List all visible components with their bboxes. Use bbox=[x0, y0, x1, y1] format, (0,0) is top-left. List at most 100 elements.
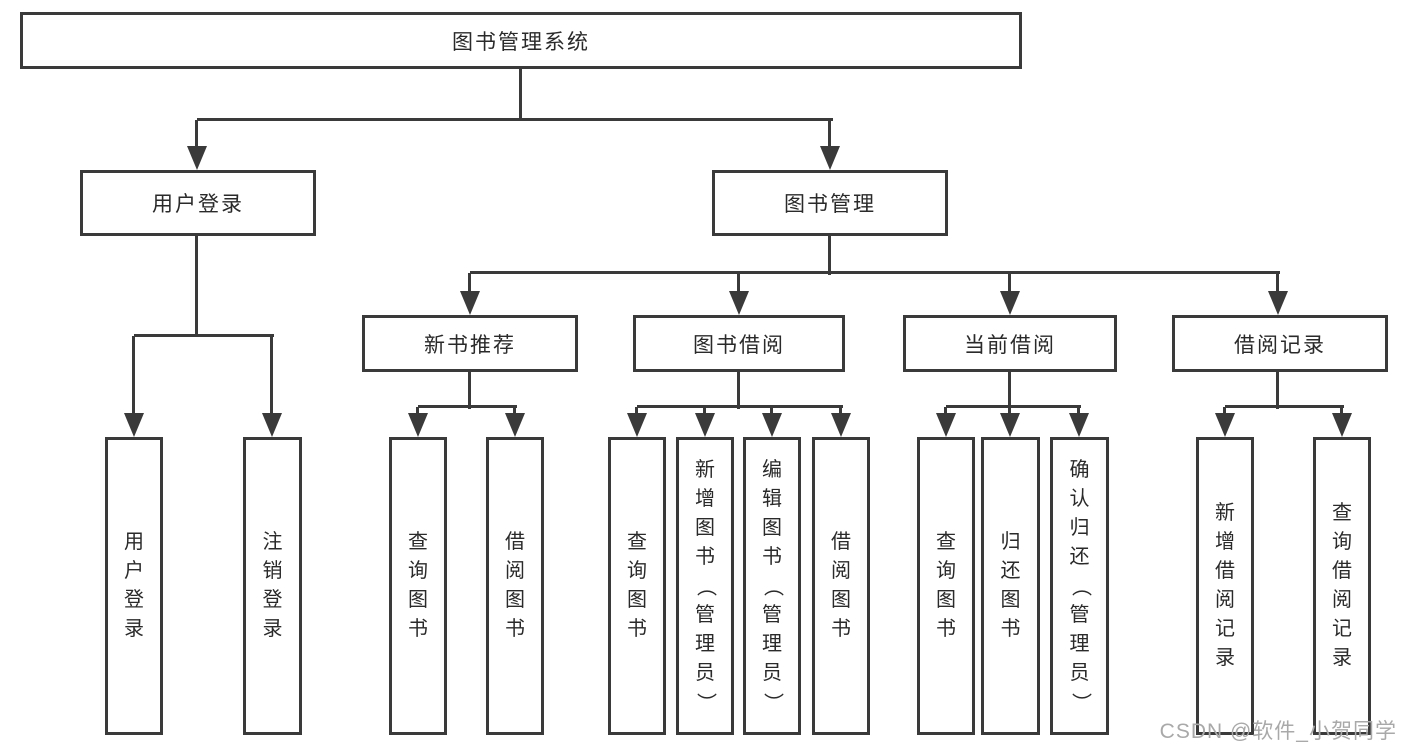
arrow-down-icon bbox=[1069, 413, 1089, 437]
arrow-down-icon bbox=[505, 413, 525, 437]
connector-line bbox=[1008, 372, 1011, 409]
leaf-label-char: 录 bbox=[1332, 647, 1352, 669]
connector-line bbox=[1008, 273, 1011, 295]
leaf-label: 确认归还（管理员） bbox=[1067, 456, 1093, 717]
connector-line bbox=[132, 336, 135, 416]
leaf-label-char: 借 bbox=[505, 531, 525, 553]
node-user-login: 用户登录 bbox=[80, 170, 316, 236]
leaf-label-char: 图 bbox=[505, 589, 525, 611]
connector-line bbox=[828, 120, 831, 150]
leaf-label-char: 管 bbox=[762, 603, 782, 626]
leaf-label-char: 阅 bbox=[1332, 589, 1352, 611]
connector-line bbox=[1276, 372, 1279, 409]
leaf-label-char: 录 bbox=[1215, 647, 1235, 669]
leaf-label-char: 归 bbox=[1069, 516, 1090, 539]
leaf-label-char: 图 bbox=[1000, 589, 1021, 611]
leaf-label-char: （ bbox=[761, 576, 784, 596]
leaf-label-char: 用 bbox=[124, 531, 144, 553]
leaf-label-char: 借 bbox=[1215, 560, 1235, 582]
node-label: 图书管理 bbox=[784, 193, 876, 216]
arrow-down-icon bbox=[627, 413, 647, 437]
leaf-label: 查询图书 bbox=[933, 528, 959, 644]
leaf-label-char: 销 bbox=[262, 560, 283, 582]
leaf-label-char: 确 bbox=[1069, 458, 1090, 481]
leaf-label: 查询图书 bbox=[624, 528, 650, 644]
arrow-down-icon bbox=[460, 291, 480, 315]
leaf-label: 新增图书（管理员） bbox=[692, 456, 718, 717]
arrow-down-icon bbox=[408, 413, 428, 437]
leaf-label-char: 书 bbox=[831, 618, 851, 640]
node-label: 借阅记录 bbox=[1234, 333, 1326, 357]
leaf-label-char: 查 bbox=[408, 531, 428, 553]
leaf-label-char: 图 bbox=[627, 589, 647, 611]
arrow-down-icon bbox=[729, 291, 749, 315]
arrow-down-icon bbox=[1268, 291, 1288, 315]
leaf-add-book-admin: 新增图书（管理员） bbox=[676, 437, 734, 735]
leaf-label-char: 员 bbox=[762, 661, 782, 684]
leaf-label-char: 图 bbox=[408, 589, 428, 611]
leaf-label-char: 新 bbox=[1215, 502, 1235, 524]
connector-line bbox=[134, 334, 274, 337]
node-borrowing-records: 借阅记录 bbox=[1172, 315, 1388, 372]
leaf-label-char: （ bbox=[1069, 576, 1091, 596]
connector-line bbox=[468, 273, 471, 295]
leaf-label-char: 登 bbox=[262, 589, 283, 611]
leaf-label-char: 阅 bbox=[505, 560, 525, 582]
leaf-label-char: 辑 bbox=[762, 487, 782, 510]
arrow-down-icon bbox=[187, 146, 207, 170]
connector-line bbox=[195, 120, 198, 150]
leaf-label-char: ） bbox=[1069, 692, 1091, 712]
leaf-label-char: 理 bbox=[695, 632, 715, 655]
connector-line bbox=[270, 336, 273, 416]
leaf-label-char: 查 bbox=[627, 531, 647, 553]
node-book-borrowing: 图书借阅 bbox=[633, 315, 845, 372]
connector-line bbox=[637, 405, 843, 408]
connector-line bbox=[828, 236, 831, 275]
leaf-label: 编辑图书（管理员） bbox=[759, 456, 785, 717]
leaf-label-char: 理 bbox=[762, 632, 782, 655]
leaf-label: 新增借阅记录 bbox=[1212, 499, 1238, 673]
leaf-label-char: 书 bbox=[1000, 618, 1021, 640]
leaf-borrow-books-recommend: 借阅图书 bbox=[486, 437, 544, 735]
leaf-label-char: 图 bbox=[762, 516, 782, 539]
leaf-label-char: 询 bbox=[1332, 531, 1352, 553]
leaf-query-borrow-record: 查询借阅记录 bbox=[1313, 437, 1371, 735]
leaf-label-char: 增 bbox=[1215, 531, 1235, 553]
leaf-label-char: 询 bbox=[627, 560, 647, 582]
leaf-label: 归还图书 bbox=[998, 528, 1024, 644]
leaf-label-char: 书 bbox=[408, 618, 428, 640]
node-label: 图书借阅 bbox=[693, 333, 785, 357]
node-label: 新书推荐 bbox=[424, 333, 516, 357]
leaf-label-char: 记 bbox=[1215, 618, 1235, 640]
leaf-label-char: 注 bbox=[262, 531, 283, 553]
connector-line bbox=[195, 236, 198, 337]
leaf-label-char: 管 bbox=[695, 603, 715, 626]
connector-line bbox=[470, 271, 1280, 274]
leaf-label-char: 还 bbox=[1000, 560, 1021, 582]
arrow-down-icon bbox=[1000, 291, 1020, 315]
node-new-book-recommendation: 新书推荐 bbox=[362, 315, 578, 372]
leaf-label-char: 登 bbox=[124, 589, 144, 611]
leaf-label-char: 还 bbox=[1069, 545, 1090, 568]
node-book-management: 图书管理 bbox=[712, 170, 948, 236]
arrow-down-icon bbox=[820, 146, 840, 170]
arrow-down-icon bbox=[1215, 413, 1235, 437]
arrow-down-icon bbox=[762, 413, 782, 437]
leaf-query-books-recommend: 查询图书 bbox=[389, 437, 447, 735]
connector-line bbox=[1225, 405, 1344, 408]
leaf-label-char: 新 bbox=[695, 458, 715, 481]
leaf-label-char: 书 bbox=[762, 545, 782, 568]
leaf-label: 查询借阅记录 bbox=[1329, 499, 1355, 673]
leaf-label-char: （ bbox=[694, 576, 717, 596]
leaf-label-char: 户 bbox=[124, 560, 144, 582]
leaf-label-char: 书 bbox=[505, 618, 525, 640]
leaf-label-char: 阅 bbox=[1215, 589, 1235, 611]
arrow-down-icon bbox=[831, 413, 851, 437]
leaf-label-char: 图 bbox=[831, 589, 851, 611]
connector-line bbox=[468, 372, 471, 409]
leaf-query-books-borrowing: 查询图书 bbox=[608, 437, 666, 735]
leaf-label-char: 增 bbox=[695, 487, 715, 510]
arrow-down-icon bbox=[124, 413, 144, 437]
leaf-label-char: 询 bbox=[408, 560, 428, 582]
